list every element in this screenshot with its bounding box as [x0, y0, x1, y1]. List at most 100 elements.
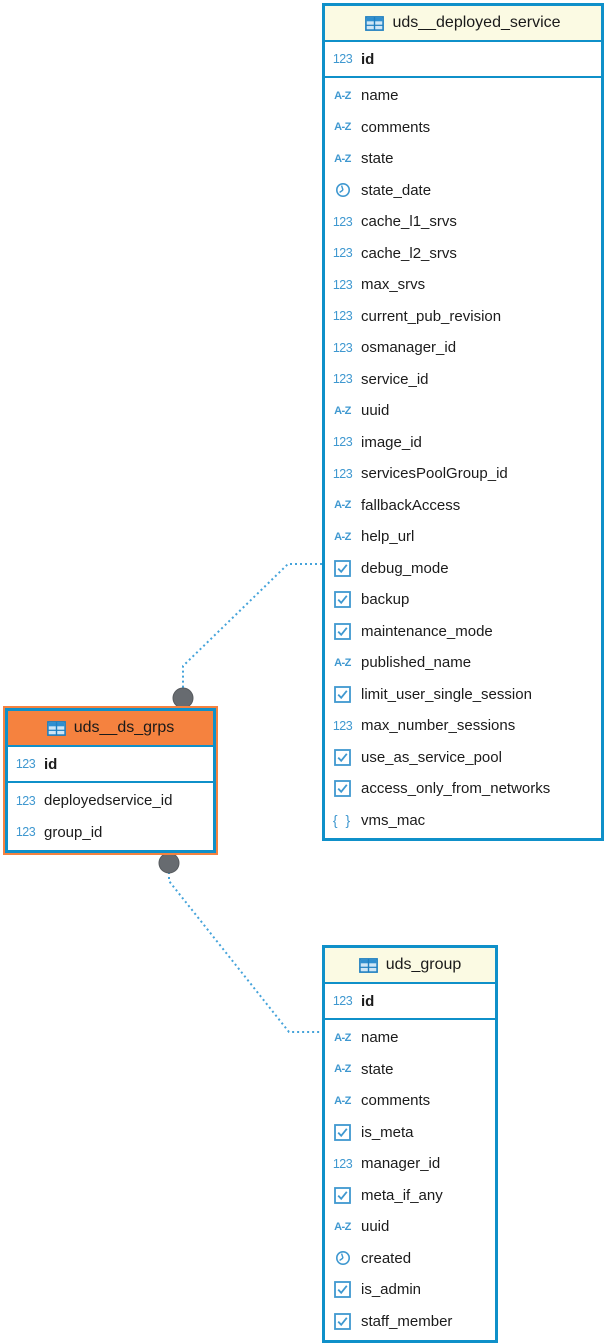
field-name: name	[361, 1029, 399, 1047]
field-row-backup[interactable]: backup	[325, 584, 601, 616]
field-row-staff_member[interactable]: staff_member	[325, 1306, 495, 1338]
primary-key-section: 123 id	[325, 984, 495, 1020]
relation-endpoint-circle[interactable]	[158, 852, 180, 874]
field-row-use_as_service_pool[interactable]: use_as_service_pool	[325, 742, 601, 774]
boolean-type-icon	[330, 622, 355, 640]
field-row-name[interactable]: A-Z name	[325, 1022, 495, 1054]
field-name: vms_mac	[361, 811, 426, 829]
field-row-is_admin[interactable]: is_admin	[325, 1274, 495, 1306]
field-name: max_number_sessions	[361, 717, 516, 735]
field-name: cache_l2_srvs	[361, 244, 457, 262]
json-type-icon: { }	[332, 812, 353, 829]
field-name: maintenance_mode	[361, 622, 493, 640]
field-row-is_meta[interactable]: is_meta	[325, 1117, 495, 1149]
relation-endpoint-circle[interactable]	[172, 687, 194, 709]
text-type-icon: A-Z	[334, 1094, 351, 1107]
field-row-state_date[interactable]: state_date	[325, 175, 601, 207]
relation-line-ds_grps-deployed_service[interactable]	[182, 563, 322, 688]
relation-line-ds_grps-group[interactable]	[168, 872, 322, 1033]
field-row-vms_mac[interactable]: { } vms_mac	[325, 805, 601, 837]
field-name: image_id	[361, 433, 422, 451]
number-type-icon: 123	[332, 214, 353, 229]
field-name: id	[361, 50, 375, 68]
field-name: id	[44, 755, 58, 773]
number-type-icon: 123	[332, 994, 353, 1008]
field-name: use_as_service_pool	[361, 748, 502, 766]
field-name: meta_if_any	[361, 1186, 443, 1204]
field-name: deployedservice_id	[44, 792, 173, 810]
table-header[interactable]: uds__deployed_service	[325, 6, 601, 42]
table-title: uds__ds_grps	[73, 719, 175, 736]
field-name: state_date	[361, 181, 432, 199]
field-row-limit_user_single_session[interactable]: limit_user_single_session	[325, 679, 601, 711]
field-row-created[interactable]: created	[325, 1243, 495, 1275]
field-name: fallbackAccess	[361, 496, 461, 514]
field-name: cache_l1_srvs	[361, 213, 457, 231]
number-type-icon: 123	[332, 277, 353, 292]
field-row-debug_mode[interactable]: debug_mode	[325, 553, 601, 585]
table-title: uds_group	[385, 956, 462, 973]
boolean-type-icon	[330, 780, 355, 798]
field-row-maintenance_mode[interactable]: maintenance_mode	[325, 616, 601, 648]
field-name: is_admin	[361, 1281, 422, 1299]
table-title: uds__deployed_service	[392, 14, 561, 31]
text-type-icon: A-Z	[334, 1220, 351, 1233]
field-name: uuid	[361, 402, 390, 420]
text-type-icon: A-Z	[334, 121, 351, 134]
field-row-meta_if_any[interactable]: meta_if_any	[325, 1180, 495, 1212]
field-name: manager_id	[361, 1155, 441, 1173]
field-name: group_id	[44, 823, 103, 841]
field-row-uuid[interactable]: A-Z uuid	[325, 395, 601, 427]
text-type-icon: A-Z	[334, 152, 351, 165]
field-row-id[interactable]: 123 id	[325, 42, 601, 76]
field-row-deployedservice_id[interactable]: 123 deployedservice_id	[8, 785, 213, 817]
number-type-icon: 123	[332, 52, 353, 66]
field-name: id	[361, 992, 375, 1010]
text-type-icon: A-Z	[334, 1063, 351, 1076]
field-name: comments	[361, 1092, 431, 1110]
table-header[interactable]: uds_group	[325, 948, 495, 984]
boolean-type-icon	[330, 748, 355, 766]
field-row-comments[interactable]: A-Z comments	[325, 112, 601, 144]
field-row-access_only_from_networks[interactable]: access_only_from_networks	[325, 773, 601, 805]
date-type-icon	[330, 182, 355, 198]
field-name: name	[361, 87, 399, 105]
number-type-icon: 123	[332, 466, 353, 481]
field-row-id[interactable]: 123 id	[325, 984, 495, 1018]
field-name: help_url	[361, 528, 415, 546]
number-type-icon: 123	[15, 793, 36, 808]
table-header[interactable]: uds__ds_grps	[8, 711, 213, 747]
boolean-type-icon	[330, 1312, 355, 1330]
field-name: limit_user_single_session	[361, 685, 532, 703]
text-type-icon: A-Z	[334, 1031, 351, 1044]
text-type-icon: A-Z	[334, 404, 351, 417]
field-name: comments	[361, 118, 431, 136]
field-row-cache_l1_srvs[interactable]: 123 cache_l1_srvs	[325, 206, 601, 238]
field-row-comments[interactable]: A-Z comments	[325, 1085, 495, 1117]
